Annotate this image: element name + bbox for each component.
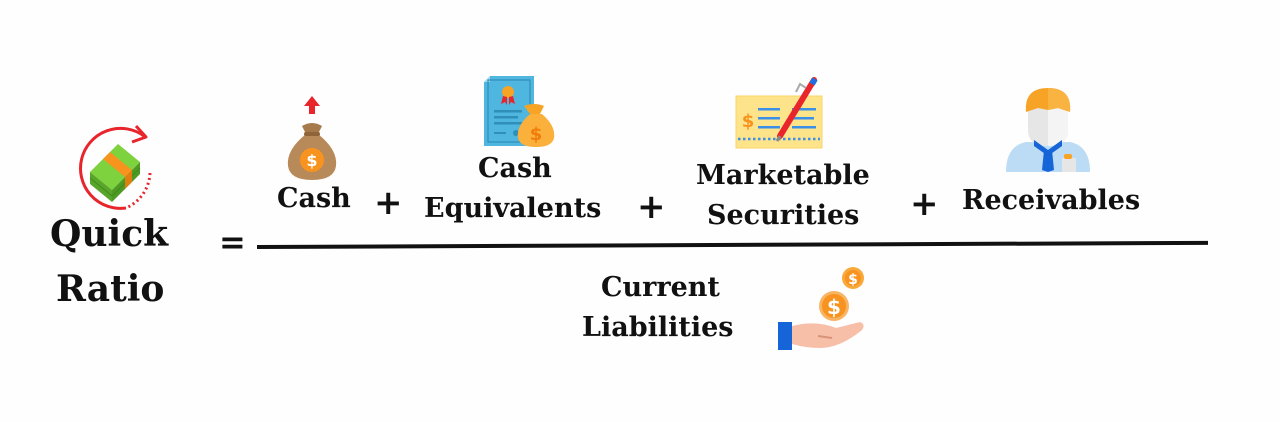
money-stack-cycle-icon — [66, 120, 156, 210]
denominator-term-liabilities: Liabilities — [582, 312, 734, 343]
fraction-line — [256, 240, 1208, 249]
equals-sign: = — [219, 223, 246, 261]
svg-text:$: $ — [530, 124, 543, 145]
certificate-money-bag-icon: $ — [480, 74, 560, 150]
lhs-quick: Quick — [50, 213, 169, 255]
plus-sign-3: + — [910, 184, 939, 224]
numerator-term-cash-equivalents-line2: Equivalents — [424, 193, 602, 224]
plus-sign-1: + — [374, 183, 403, 223]
money-bag-up-arrow-icon: $ — [282, 94, 338, 184]
check-pen-icon: $ — [734, 74, 826, 150]
numerator-term-receivables: Receivables — [962, 185, 1141, 216]
numerator-term-cash: Cash — [277, 183, 351, 214]
hand-coins-icon: $ $ — [776, 264, 868, 354]
svg-text:$: $ — [306, 151, 317, 170]
svg-text:$: $ — [848, 272, 858, 288]
plus-sign-2: + — [637, 187, 666, 227]
businessman-icon — [1004, 84, 1092, 172]
numerator-term-cash-equivalents-line1: Cash — [478, 153, 552, 184]
svg-text:$: $ — [827, 295, 841, 319]
svg-text:$: $ — [742, 111, 755, 132]
denominator-term-current: Current — [601, 272, 720, 303]
numerator-term-marketable-securities-line2: Securities — [707, 200, 860, 231]
lhs-ratio: Ratio — [56, 268, 165, 310]
numerator-term-marketable-securities-line1: Marketable — [696, 160, 870, 191]
